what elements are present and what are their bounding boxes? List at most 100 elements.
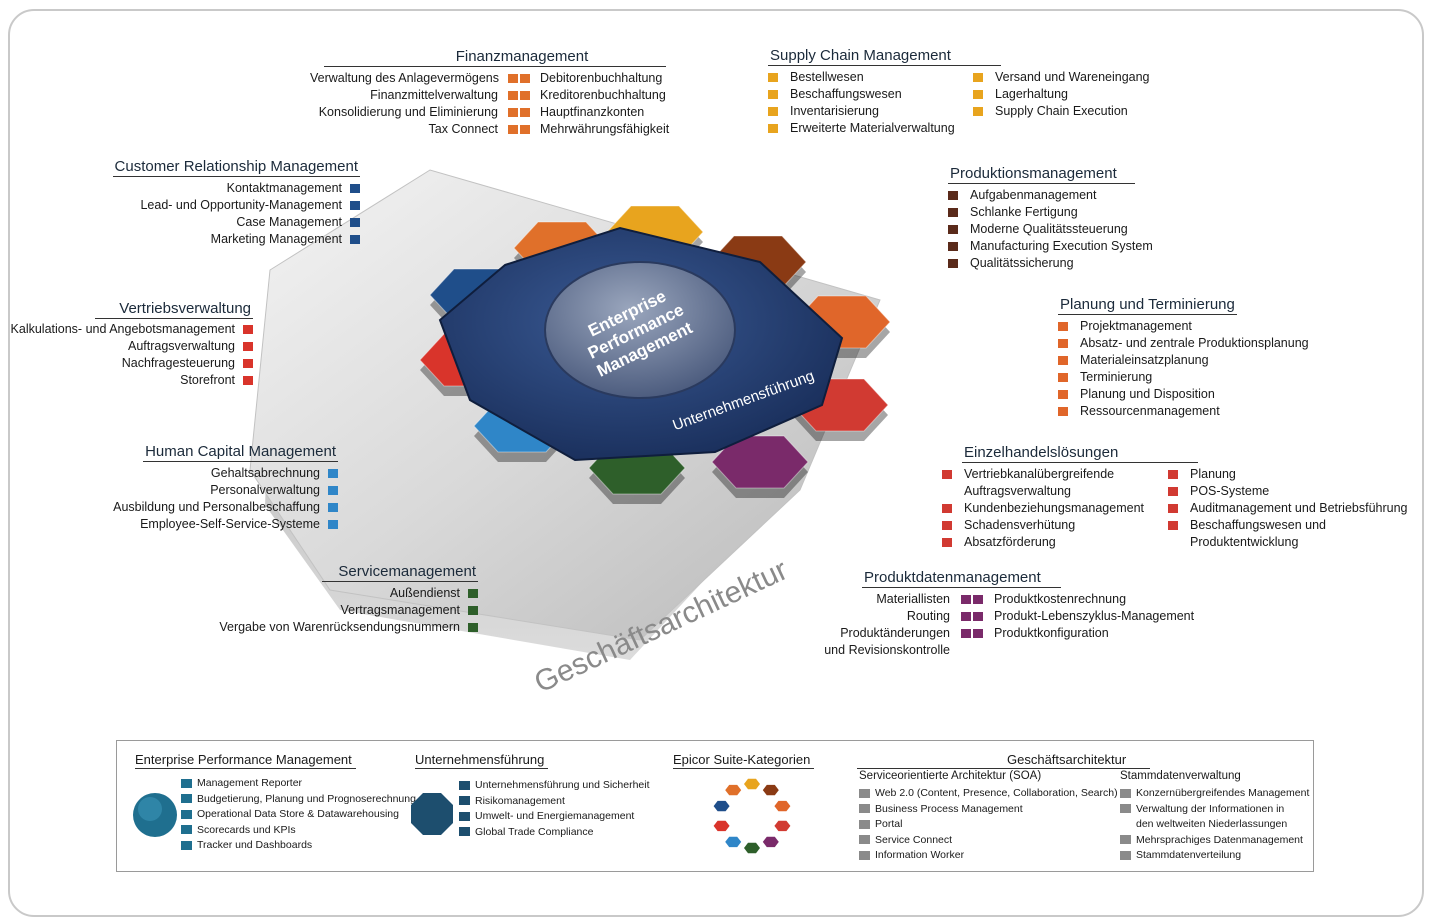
list-item: Materialeinsatzplanung (1058, 352, 1318, 369)
item-label: Service Connect (875, 833, 953, 846)
list-item: Vergabe von Warenrücksendungsnummern (210, 619, 478, 636)
item-label: Materiallisten (876, 592, 950, 606)
color-marker (181, 840, 192, 850)
legend-box: Enterprise Performance Management Manage… (116, 740, 1314, 872)
color-marker (181, 778, 192, 788)
color-marker (948, 259, 958, 269)
item-label: Mehrsprachiges Datenmanagement (1136, 833, 1303, 846)
item-label: Hauptfinanzkonten (540, 105, 645, 119)
color-marker (459, 811, 470, 821)
item-label: Budgetierung, Planung und Prognoserechnu… (197, 792, 416, 805)
item-label: Produktänderungen (840, 626, 950, 640)
item-label: Lead- und Opportunity-Management (140, 198, 342, 212)
list-item: Absatzförderung (942, 534, 1168, 551)
item-label: Gehaltsabrechnung (210, 466, 320, 480)
item-label: Vertragsmanagement (340, 603, 460, 617)
item-label: Nachfragesteuerung (121, 356, 235, 370)
color-marker (328, 520, 338, 530)
item-label: Konzernübergreifendes Management (1136, 787, 1310, 799)
legend-item: Portal (859, 817, 1118, 833)
item-label: Scorecards und KPIs (197, 823, 296, 836)
legend-item: Umwelt- und Energiemanagement (459, 809, 650, 825)
suite-hex-icon (725, 836, 742, 848)
color-marker (350, 184, 360, 194)
color-marker (508, 91, 518, 101)
list-item: Beschaffungswesen (768, 86, 973, 103)
list-item: Inventarisierung (768, 103, 973, 120)
color-marker (468, 589, 478, 599)
item-label: Auftragsverwaltung (964, 484, 1072, 498)
list-item: Projektmanagement (1058, 318, 1318, 335)
suite-hex-icon (762, 784, 779, 796)
legend-item: Management Reporter (181, 776, 416, 792)
color-marker (859, 804, 870, 814)
color-marker (1168, 521, 1178, 531)
legend-item: Mehrsprachiges Datenmanagement (1120, 833, 1309, 849)
list-item: Vertriebkanalübergreifende (942, 466, 1168, 483)
legend-suite-title: Epicor Suite-Kategorien (673, 752, 815, 769)
color-marker (243, 342, 253, 352)
color-marker (459, 827, 470, 837)
color-marker (1058, 373, 1068, 383)
item-label: Supply Chain Execution (995, 104, 1128, 118)
list-item: Qualitätssicherung (948, 255, 1178, 272)
list-item: Supply Chain Execution (973, 103, 1163, 120)
legend-item: Risikomanagement (459, 794, 650, 810)
legend-soa-list: Web 2.0 (Content, Presence, Collaboratio… (859, 786, 1118, 864)
list-item: Auftragsverwaltung (942, 483, 1168, 500)
item-label: Personalverwaltung (210, 483, 320, 497)
list-item: Beschaffungswesen und (1168, 517, 1402, 534)
color-marker (508, 125, 518, 135)
item-label: Materialeinsatzplanung (1080, 353, 1209, 367)
color-marker (459, 796, 470, 806)
item-label: Management Reporter (197, 777, 303, 789)
item-label: Operational Data Store & Datawarehousing (197, 808, 399, 820)
suite-hex-icon (744, 842, 760, 854)
item-label: Projektmanagement (1080, 319, 1192, 333)
color-marker (948, 242, 958, 252)
color-marker (973, 612, 983, 622)
item-label: Beschaffungswesen (790, 87, 902, 101)
list-item: Lagerhaltung (973, 86, 1163, 103)
list-item: Personalverwaltung (106, 482, 338, 499)
list-item: Employee-Self-Service-Systeme (106, 516, 338, 533)
list-item: Produktänderungen (822, 625, 950, 642)
item-label: Marketing Management (210, 232, 342, 246)
item-label: Produkt-Lebenszyklus-Management (994, 609, 1195, 623)
item-label: und Revisionskontrolle (824, 643, 950, 657)
color-marker (1058, 356, 1068, 366)
item-label: Vergabe von Warenrücksendungsnummern (219, 620, 460, 634)
list-item: Produktentwicklung (1168, 534, 1402, 551)
item-label: Information Worker (875, 849, 965, 861)
list-item: Finanzmittelverwaltung (310, 87, 498, 104)
list-item: Mehrwährungsfähigkeit (540, 121, 680, 138)
color-marker (948, 225, 958, 235)
list-item: Manufacturing Execution System (948, 238, 1178, 255)
color-marker (181, 794, 192, 804)
item-label: Absatz- und zentrale Produktionsplanung (1080, 336, 1309, 350)
color-marker (520, 91, 530, 101)
color-marker (1058, 390, 1068, 400)
color-marker (948, 191, 958, 201)
item-label: Moderne Qualitätssteuerung (970, 222, 1128, 236)
group-title: Produktionsmanagement (948, 165, 1135, 184)
color-marker (328, 486, 338, 496)
list-item: Absatz- und zentrale Produktionsplanung (1058, 335, 1318, 352)
item-label: Aufgabenmanagement (970, 188, 1097, 202)
list-item: Ausbildung und Personalbeschaffung (106, 499, 338, 516)
group-vertrieb: Vertriebsverwaltung Kalkulations- und An… (5, 300, 253, 389)
list-item: Storefront (5, 372, 253, 389)
item-label: Portal (875, 818, 903, 830)
legend-ga-title: Geschäftsarchitektur (857, 752, 1151, 769)
list-item: Produkt-Lebenszyklus-Management (994, 608, 1202, 625)
color-marker (942, 504, 952, 514)
list-item: Schlanke Fertigung (948, 204, 1178, 221)
color-marker (243, 325, 253, 335)
